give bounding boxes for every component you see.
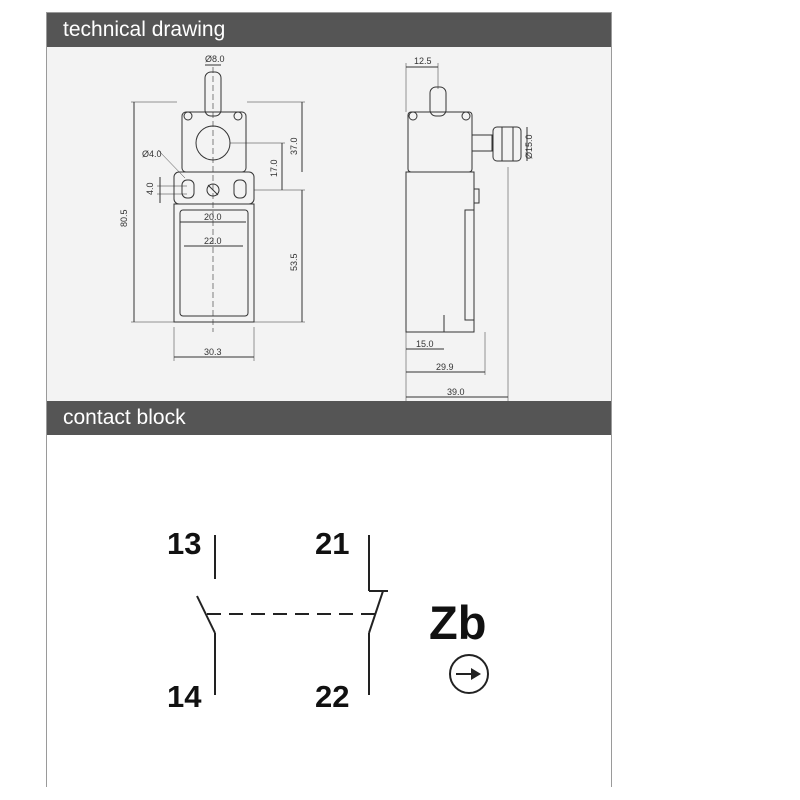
technical-drawing-header: technical drawing bbox=[47, 13, 611, 47]
dim-base-width: 30.3 bbox=[204, 347, 222, 357]
dim-side-2: 29.9 bbox=[436, 362, 454, 372]
dim-mount-width-inner: 20.0 bbox=[204, 212, 222, 222]
dim-roller-diameter: Ø15.0 bbox=[524, 134, 534, 159]
dim-side-total: 39.0 bbox=[447, 387, 465, 397]
switch-head bbox=[181, 111, 247, 173]
dim-pin-diameter: Ø8.0 bbox=[205, 54, 225, 64]
dim-hole-diameter: Ø4.0 bbox=[142, 149, 162, 159]
dim-head-height: 37.0 bbox=[289, 137, 299, 155]
contact-schematic: 13 14 21 22 Zb bbox=[167, 526, 489, 714]
dim-side-1: 15.0 bbox=[416, 339, 434, 349]
terminal-13: 13 bbox=[167, 526, 201, 561]
datasheet-frame: technical drawing bbox=[46, 12, 612, 787]
technical-drawing-area: Ø8.0 Ø4.0 4.0 80.5 20.0 22.0 30.3 37.0 1… bbox=[47, 47, 611, 401]
positive-opening-icon bbox=[449, 654, 489, 694]
contact-block-header: contact block bbox=[47, 401, 611, 435]
contact-13-14-blade bbox=[196, 595, 216, 634]
technical-drawing: Ø8.0 Ø4.0 4.0 80.5 20.0 22.0 30.3 37.0 1… bbox=[119, 54, 534, 401]
contact-type-label: Zb bbox=[429, 596, 486, 649]
dim-mount-width: 22.0 bbox=[204, 236, 222, 246]
terminal-22: 22 bbox=[315, 679, 349, 714]
side-view bbox=[405, 63, 528, 401]
side-roller bbox=[492, 126, 522, 162]
terminal-21: 21 bbox=[315, 526, 349, 561]
dim-overall-height: 80.5 bbox=[119, 209, 129, 227]
side-body bbox=[405, 171, 475, 333]
dim-head-offset: 17.0 bbox=[269, 159, 279, 177]
side-head bbox=[407, 111, 473, 173]
mounting-bracket bbox=[173, 171, 255, 205]
contact-21-22-blade bbox=[368, 590, 384, 634]
dim-body-height: 53.5 bbox=[289, 253, 299, 271]
dim-hole-spacing: 4.0 bbox=[145, 182, 155, 195]
switch-body bbox=[173, 203, 255, 323]
dim-side-offset: 12.5 bbox=[414, 56, 432, 66]
terminal-14: 14 bbox=[167, 679, 202, 714]
contact-block-area: 13 14 21 22 Zb bbox=[47, 437, 611, 787]
front-view bbox=[131, 64, 305, 361]
